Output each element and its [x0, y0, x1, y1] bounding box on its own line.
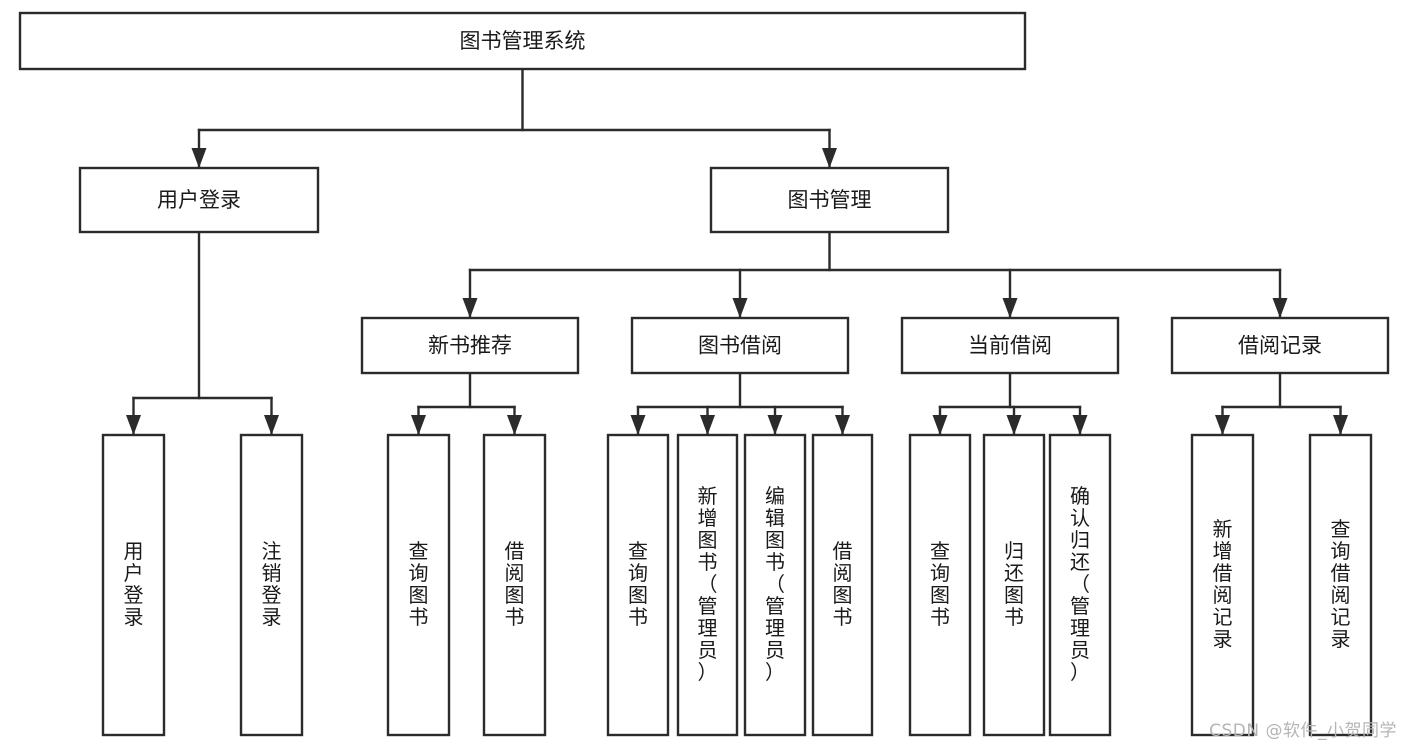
node-rect — [1170, 316, 1390, 375]
arrow-head-icon — [462, 298, 478, 318]
node-leaf-logout[interactable]: 注销登录 — [239, 433, 304, 737]
node-label: 用户登录 — [157, 188, 241, 212]
node-leaf-query-record[interactable]: 查询借阅记录 — [1308, 433, 1373, 737]
arrow-head-icon — [126, 415, 141, 435]
node-leaf-edit-book[interactable]: 编辑图书（管理员） — [743, 433, 807, 737]
arrow-head-icon — [835, 415, 850, 435]
watermark-text: CSDN @软件_小贺同学 — [1209, 721, 1397, 741]
node-rect — [908, 433, 972, 737]
node-book-borrow[interactable]: 图书借阅 — [630, 316, 850, 375]
arrow-head-icon — [191, 148, 207, 168]
node-label: 查询图书 — [409, 539, 429, 629]
node-new-book-recommend[interactable]: 新书推荐 — [360, 316, 580, 375]
node-label: 图书借阅 — [698, 334, 782, 358]
node-label: 借阅图书 — [505, 539, 525, 629]
node-boxes: 图书管理系统用户登录图书管理新书推荐图书借阅当前借阅借阅记录用户登录注销登录查询… — [18, 11, 1390, 737]
node-label: 借阅图书 — [833, 539, 853, 629]
node-leaf-return-book[interactable]: 归还图书 — [982, 433, 1046, 737]
node-label: 新书推荐 — [428, 334, 512, 358]
node-rect — [101, 433, 166, 737]
arrow-head-icon — [1333, 415, 1348, 435]
node-rect — [239, 433, 304, 737]
arrow-head-icon — [1072, 415, 1088, 435]
node-leaf-query-book-3[interactable]: 查询图书 — [908, 433, 972, 737]
node-rect — [1308, 433, 1373, 737]
node-label: 借阅记录 — [1238, 334, 1322, 358]
node-rect — [811, 433, 874, 737]
node-rect — [709, 166, 950, 234]
node-rect — [676, 433, 739, 737]
node-current-borrow[interactable]: 当前借阅 — [900, 316, 1120, 375]
arrow-head-icon — [767, 415, 783, 435]
node-leaf-query-book-2[interactable]: 查询图书 — [606, 433, 670, 737]
arrow-head-icon — [1272, 298, 1288, 318]
arrow-head-icon — [932, 415, 948, 435]
node-label: 用户登录 — [124, 539, 144, 629]
node-rect — [482, 433, 547, 737]
node-label: 查询图书 — [628, 539, 648, 629]
arrow-head-icon — [1006, 415, 1022, 435]
node-leaf-user-login[interactable]: 用户登录 — [101, 433, 166, 737]
node-rect — [606, 433, 670, 737]
node-leaf-confirm-return[interactable]: 确认归还（管理员） — [1048, 433, 1112, 737]
arrow-head-icon — [732, 298, 748, 318]
node-leaf-add-book[interactable]: 新增图书（管理员） — [676, 433, 739, 737]
node-label: 注销登录 — [262, 539, 282, 629]
arrow-head-icon — [822, 148, 837, 168]
node-leaf-borrow-book-1[interactable]: 借阅图书 — [482, 433, 547, 737]
node-rect — [1048, 433, 1112, 737]
arrow-head-icon — [507, 415, 522, 435]
node-label: 确认归还（管理员） — [1070, 484, 1090, 684]
node-leaf-borrow-book-2[interactable]: 借阅图书 — [811, 433, 874, 737]
arrow-head-icon — [1002, 298, 1018, 318]
node-label: 归还图书 — [1004, 539, 1024, 629]
node-label: 查询借阅记录 — [1331, 517, 1351, 651]
node-label: 图书管理系统 — [460, 29, 586, 53]
node-label: 图书管理 — [788, 188, 872, 212]
arrow-head-icon — [630, 415, 646, 435]
node-root[interactable]: 图书管理系统 — [18, 11, 1027, 71]
arrow-head-icon — [411, 415, 426, 435]
node-rect — [630, 316, 850, 375]
node-rect — [386, 433, 451, 737]
node-rect — [982, 433, 1046, 737]
node-label: 查询图书 — [930, 539, 950, 629]
node-label: 编辑图书（管理员） — [765, 484, 785, 684]
node-label: 新增图书（管理员） — [698, 484, 718, 684]
node-rect — [360, 316, 580, 375]
arrow-head-icon — [264, 415, 279, 435]
node-rect — [18, 11, 1027, 71]
node-rect — [743, 433, 807, 737]
arrow-head-icon — [1215, 415, 1230, 435]
node-leaf-query-book-1[interactable]: 查询图书 — [386, 433, 451, 737]
node-borrow-record[interactable]: 借阅记录 — [1170, 316, 1390, 375]
node-rect — [900, 316, 1120, 375]
node-rect — [1190, 433, 1255, 737]
connector-edges — [126, 67, 1348, 436]
node-label: 当前借阅 — [968, 334, 1052, 358]
node-leaf-add-record[interactable]: 新增借阅记录 — [1190, 433, 1255, 737]
node-user-login[interactable]: 用户登录 — [78, 166, 320, 234]
node-rect — [78, 166, 320, 234]
node-label: 新增借阅记录 — [1213, 517, 1233, 651]
node-book-manage[interactable]: 图书管理 — [709, 166, 950, 234]
arrow-head-icon — [700, 415, 715, 435]
